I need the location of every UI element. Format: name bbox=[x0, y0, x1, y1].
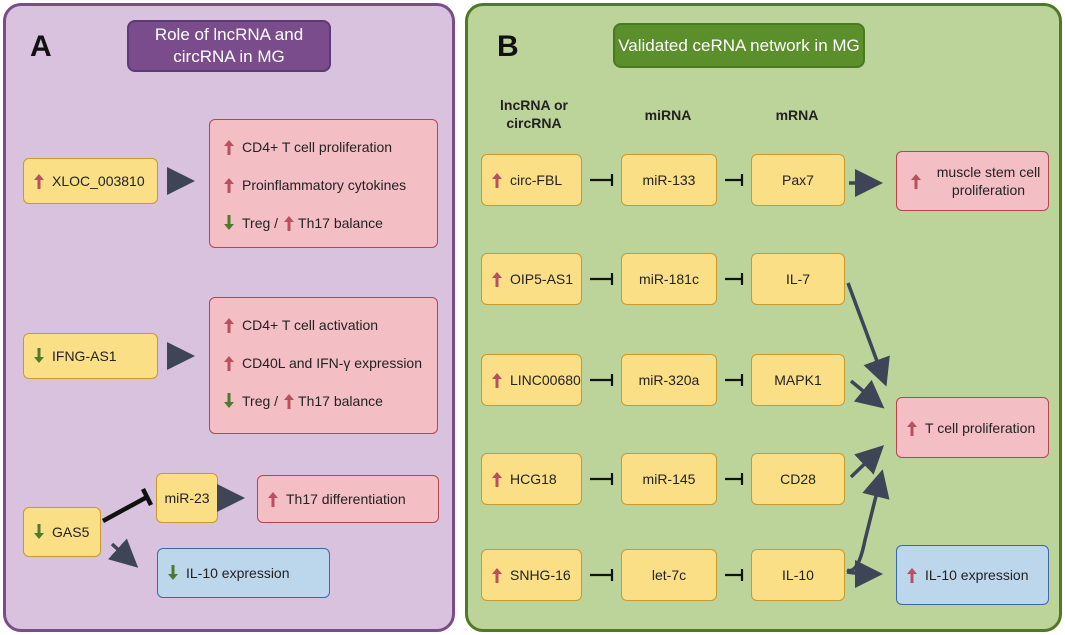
up-arrow-icon bbox=[266, 490, 280, 508]
effect-item: Treg / Th17 balance bbox=[222, 392, 383, 410]
up-arrow-icon bbox=[490, 470, 504, 488]
down-arrow-icon bbox=[222, 214, 236, 232]
node-label: SNHG-16 bbox=[510, 567, 571, 583]
effect-text: CD40L and IFN-γ expression bbox=[242, 355, 423, 371]
gas5-node: GAS5 bbox=[23, 507, 101, 557]
muscle-stem-cell-node: muscle stem cell proliferation bbox=[896, 151, 1049, 211]
down-arrow-icon bbox=[32, 347, 46, 365]
node-label: muscle stem cell proliferation bbox=[936, 164, 1041, 198]
node-label: HCG18 bbox=[510, 471, 557, 487]
arrow-connector bbox=[849, 379, 885, 409]
node-label: XLOC_003810 bbox=[52, 173, 145, 189]
effect-item: Treg / Th17 balance bbox=[222, 214, 383, 232]
effect-text: Th17 balance bbox=[298, 215, 383, 231]
node-label: IFNG-AS1 bbox=[52, 348, 117, 364]
up-arrow-icon bbox=[222, 316, 236, 334]
header-mirna: miRNA bbox=[644, 107, 692, 123]
node-label: OIP5-AS1 bbox=[510, 271, 574, 287]
effect-item: CD40L and IFN-γ expression bbox=[222, 354, 422, 372]
effect-text: Treg / bbox=[242, 393, 279, 409]
panel-b-title: Validated ceRNA network in MG bbox=[613, 23, 865, 68]
node-label: Th17 differentiation bbox=[286, 491, 406, 507]
xloc-effects-box: CD4+ T cell proliferation Proinflammator… bbox=[209, 119, 438, 248]
up-arrow-icon bbox=[490, 270, 504, 288]
arrow-connector bbox=[846, 282, 890, 387]
ifng-as1-node: IFNG-AS1 bbox=[23, 333, 158, 379]
panel-b-letter: B bbox=[497, 30, 519, 63]
node-label: LINC00680 bbox=[510, 372, 581, 388]
up-arrow-icon bbox=[909, 172, 923, 190]
up-arrow-icon bbox=[222, 176, 236, 194]
node-label: GAS5 bbox=[52, 524, 90, 540]
up-arrow-icon bbox=[905, 566, 919, 584]
mirna-node: miR-145 bbox=[621, 453, 717, 505]
down-arrow-icon bbox=[222, 392, 236, 410]
effect-text: CD4+ T cell activation bbox=[242, 317, 379, 333]
effect-text: Treg / bbox=[242, 215, 279, 231]
up-arrow-icon bbox=[32, 172, 46, 190]
node-label: T cell proliferation bbox=[925, 419, 1036, 436]
il10-expression-node-a: IL-10 expression bbox=[157, 548, 330, 598]
il10-expression-node-b: IL-10 expression bbox=[896, 545, 1049, 605]
mrna-node: IL-10 bbox=[751, 549, 845, 601]
mirna-node: let-7c bbox=[621, 549, 717, 601]
down-arrow-icon bbox=[32, 523, 46, 541]
header-lncrna: lncRNA or circRNA bbox=[500, 97, 568, 131]
effect-item: Proinflammatory cytokines bbox=[222, 176, 406, 194]
mrna-node: CD28 bbox=[751, 453, 845, 505]
t-cell-proliferation-node: T cell proliferation bbox=[896, 397, 1049, 458]
arrow-connector bbox=[846, 559, 883, 588]
panel-a-letter: A bbox=[30, 30, 52, 63]
node-label: IL-10 expression bbox=[186, 565, 290, 581]
inhibition-connector bbox=[101, 495, 149, 523]
mrna-node: IL-7 bbox=[751, 253, 845, 305]
up-arrow-icon bbox=[282, 392, 296, 410]
node-label: IL-10 expression bbox=[925, 567, 1029, 583]
mirna-node: miR-320a bbox=[621, 354, 717, 406]
lnc-node: HCG18 bbox=[481, 453, 582, 505]
effect-text: Th17 balance bbox=[298, 393, 383, 409]
mrna-node: MAPK1 bbox=[751, 354, 845, 406]
header-mrna: mRNA bbox=[775, 107, 819, 123]
mrna-node: Pax7 bbox=[751, 154, 845, 206]
up-arrow-icon bbox=[490, 171, 504, 189]
arrow-connector bbox=[108, 538, 139, 568]
lnc-node: OIP5-AS1 bbox=[481, 253, 582, 305]
up-arrow-icon bbox=[282, 214, 296, 232]
up-arrow-icon bbox=[222, 138, 236, 156]
inhibition-connector bbox=[140, 487, 154, 507]
lnc-node: SNHG-16 bbox=[481, 549, 582, 601]
panel-a-title: Role of lncRNA and circRNA in MG bbox=[127, 20, 331, 72]
effect-item: CD4+ T cell proliferation bbox=[222, 138, 392, 156]
th17-differentiation-node: Th17 differentiation bbox=[257, 475, 439, 523]
panel-b bbox=[465, 3, 1062, 632]
effect-item: CD4+ T cell activation bbox=[222, 316, 378, 334]
up-arrow-icon bbox=[222, 354, 236, 372]
node-label: circ-FBL bbox=[510, 172, 563, 188]
arrow-connector bbox=[849, 445, 885, 479]
down-arrow-icon bbox=[166, 564, 180, 582]
xloc-003810-node: XLOC_003810 bbox=[23, 158, 158, 204]
up-arrow-icon bbox=[905, 419, 919, 437]
lnc-node: circ-FBL bbox=[481, 154, 582, 206]
ifng-effects-box: CD4+ T cell activation CD40L and IFN-γ e… bbox=[209, 297, 438, 434]
effect-text: Proinflammatory cytokines bbox=[242, 177, 407, 193]
effect-text: CD4+ T cell proliferation bbox=[242, 139, 393, 155]
mirna-node: miR-133 bbox=[621, 154, 717, 206]
lnc-node: LINC00680 bbox=[481, 354, 582, 406]
arrow-connector bbox=[846, 469, 890, 573]
mir-23-node: miR-23 bbox=[156, 473, 218, 523]
up-arrow-icon bbox=[490, 566, 504, 584]
up-arrow-icon bbox=[490, 371, 504, 389]
mirna-node: miR-181c bbox=[621, 253, 717, 305]
